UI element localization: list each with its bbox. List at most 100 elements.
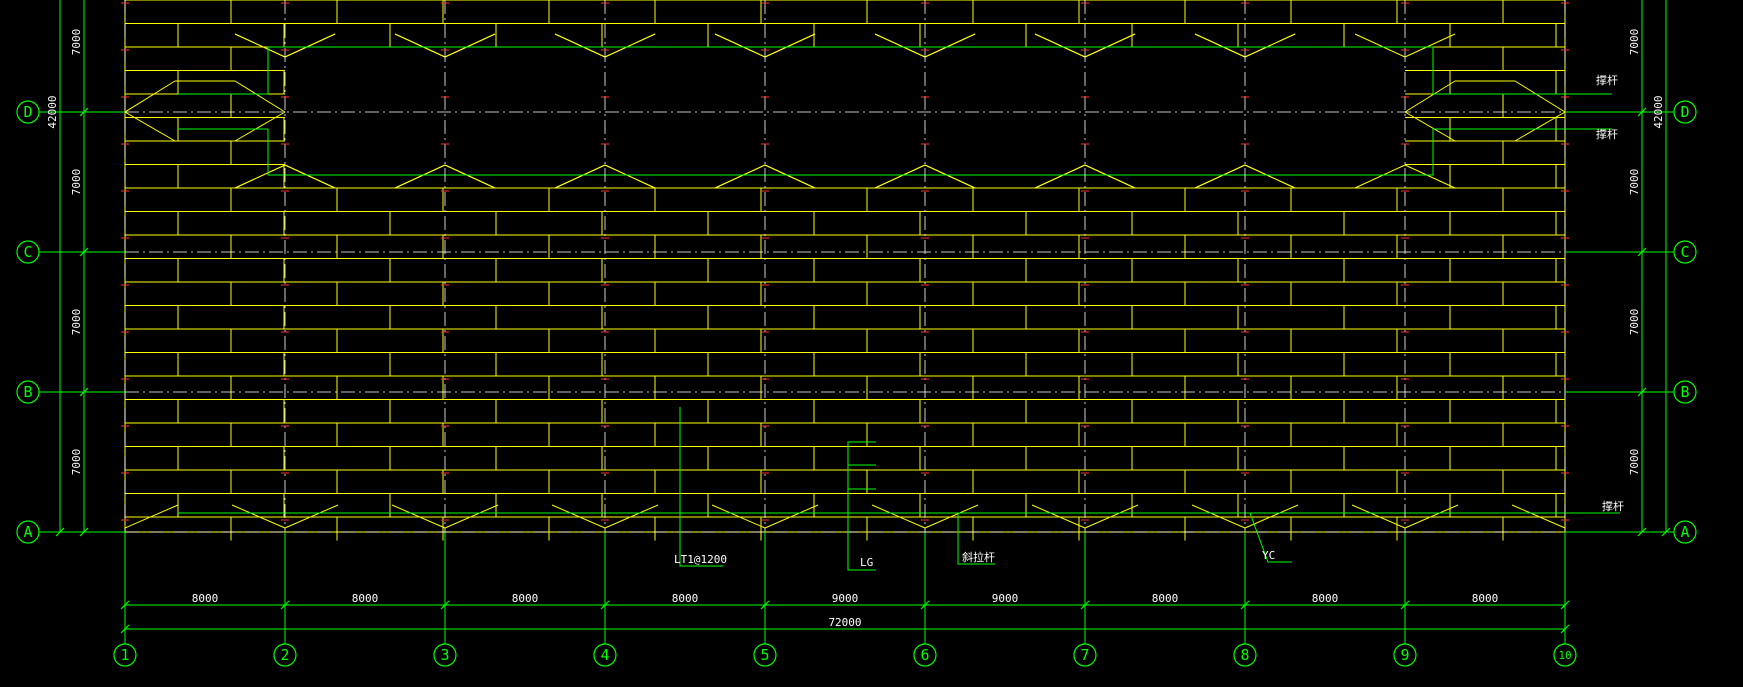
brace-diagonal bbox=[604, 164, 656, 189]
brace-diagonal bbox=[604, 504, 659, 529]
callout-cg3-text: 撑杆 bbox=[1602, 499, 1624, 513]
brace-diagonal bbox=[1191, 504, 1246, 529]
axis-bubble-5[interactable]: 5 bbox=[753, 643, 777, 667]
brace-diagonal bbox=[1084, 504, 1139, 529]
axis-label-C-right: C bbox=[1680, 243, 1689, 261]
dim-tick bbox=[760, 600, 770, 610]
callout-cg1-text: 撑杆 bbox=[1596, 73, 1618, 87]
dim-tick bbox=[1080, 600, 1090, 610]
brace-diagonal bbox=[284, 164, 336, 189]
callout-lg-text: LG bbox=[860, 556, 873, 569]
brace-diagonal bbox=[231, 504, 286, 529]
axis-label-3: 3 bbox=[440, 646, 449, 664]
brace-diagonal bbox=[874, 33, 926, 58]
axis-bubble-D-right[interactable]: D bbox=[1673, 100, 1697, 124]
brace-diagonal bbox=[1034, 33, 1086, 58]
axis-bubble-10[interactable]: 10 bbox=[1553, 643, 1577, 667]
brace-diagonal bbox=[764, 164, 816, 189]
axis-label-C-left: C bbox=[23, 243, 32, 261]
dim-tick bbox=[600, 600, 610, 610]
brace-diagonal bbox=[1194, 33, 1246, 58]
axis-bubble-2[interactable]: 2 bbox=[273, 643, 297, 667]
callout-yc[interactable]: YC bbox=[1249, 512, 1292, 563]
brace-diagonal bbox=[764, 504, 819, 529]
left-dimension-texts: 7000 7000 7000 7000 42000 bbox=[46, 29, 83, 476]
axis-label-B-right: B bbox=[1680, 383, 1689, 401]
axis-label-6: 6 bbox=[920, 646, 929, 664]
end-brace bbox=[1514, 80, 1566, 113]
dim-tick bbox=[1637, 107, 1647, 117]
dim-tick bbox=[280, 600, 290, 610]
axis-bubble-B-left[interactable]: B bbox=[16, 380, 40, 404]
brace-diagonal bbox=[604, 33, 656, 58]
left-row-dim-3: 7000 bbox=[70, 169, 83, 196]
brace-diagonal bbox=[444, 33, 496, 58]
callout-lt1-text: LT1@1200 bbox=[674, 553, 727, 566]
axis-bubble-A-right[interactable]: A bbox=[1673, 520, 1697, 544]
brace-diagonal bbox=[1404, 164, 1456, 189]
axis-bubble-C-left[interactable]: C bbox=[16, 240, 40, 264]
axis-bubble-D-left[interactable]: D bbox=[16, 100, 40, 124]
end-brace bbox=[124, 80, 176, 113]
brace-diagonal bbox=[551, 504, 606, 529]
axis-label-A-left: A bbox=[23, 523, 32, 541]
right-row-dim-4: 7000 bbox=[1628, 29, 1641, 56]
left-row-dim-1: 7000 bbox=[70, 449, 83, 476]
brace-diagonal bbox=[1031, 504, 1086, 529]
bay-dim-9: 8000 bbox=[1472, 592, 1499, 605]
brace-diagonal bbox=[924, 33, 976, 58]
brace-diagonal bbox=[394, 164, 446, 189]
right-row-dim-1: 7000 bbox=[1628, 449, 1641, 476]
dim-tick bbox=[79, 527, 89, 537]
dim-tick bbox=[920, 600, 930, 610]
axis-bubble-8[interactable]: 8 bbox=[1233, 643, 1257, 667]
brace-diagonal bbox=[924, 164, 976, 189]
row-axis-bubbles-left: A B C D bbox=[16, 100, 40, 544]
axis-label-D-left: D bbox=[23, 103, 32, 121]
end-brace bbox=[234, 80, 286, 113]
dim-tick bbox=[79, 107, 89, 117]
callout-lg[interactable]: LG bbox=[847, 441, 876, 571]
axis-label-4: 4 bbox=[600, 646, 609, 664]
brace-diagonal bbox=[284, 33, 336, 58]
callout-cg2[interactable]: 撑杆 bbox=[1433, 127, 1618, 141]
axis-bubble-3[interactable]: 3 bbox=[433, 643, 457, 667]
row-axis-bubbles-right: A B C D bbox=[1673, 100, 1697, 544]
axis-bubble-1[interactable]: 1 bbox=[113, 643, 137, 667]
end-brace bbox=[124, 111, 176, 142]
brace-diagonal bbox=[1354, 164, 1406, 189]
axis-bubble-9[interactable]: 9 bbox=[1393, 643, 1417, 667]
dim-tick bbox=[1637, 247, 1647, 257]
dim-tick bbox=[1560, 600, 1570, 610]
callout-cg1[interactable]: 撑杆 bbox=[1433, 73, 1618, 95]
axis-bubble-B-right[interactable]: B bbox=[1673, 380, 1697, 404]
axis-label-7: 7 bbox=[1080, 646, 1089, 664]
bay-dim-1: 8000 bbox=[192, 592, 219, 605]
right-row-dim-2: 7000 bbox=[1628, 309, 1641, 336]
brace-diagonal bbox=[1034, 164, 1086, 189]
brace-diagonal bbox=[714, 164, 766, 189]
brace-diagonal bbox=[444, 504, 499, 529]
dim-tick bbox=[1400, 600, 1410, 610]
axis-bubble-7[interactable]: 7 bbox=[1073, 643, 1097, 667]
bay-dim-3: 8000 bbox=[512, 592, 539, 605]
axis-label-D-right: D bbox=[1680, 103, 1689, 121]
brace-diagonal bbox=[234, 33, 286, 58]
axis-label-9: 9 bbox=[1400, 646, 1409, 664]
left-row-dim-4: 7000 bbox=[70, 29, 83, 56]
end-brace bbox=[234, 111, 286, 142]
callout-lt1[interactable]: LT1@1200 bbox=[674, 407, 727, 567]
callout-xg[interactable]: 斜拉杆 bbox=[957, 513, 995, 565]
callout-cg3[interactable]: 撑杆 bbox=[1565, 499, 1624, 514]
brace-diagonal bbox=[1244, 164, 1296, 189]
brace-diagonal bbox=[284, 504, 339, 529]
axis-label-5: 5 bbox=[760, 646, 769, 664]
axis-bubble-6[interactable]: 6 bbox=[913, 643, 937, 667]
brace-diagonal bbox=[714, 33, 766, 58]
brace-diagonal bbox=[711, 504, 766, 529]
axis-bubble-4[interactable]: 4 bbox=[593, 643, 617, 667]
axis-bubble-C-right[interactable]: C bbox=[1673, 240, 1697, 264]
brace-diagonal bbox=[124, 504, 179, 529]
axis-bubble-A-left[interactable]: A bbox=[16, 520, 40, 544]
